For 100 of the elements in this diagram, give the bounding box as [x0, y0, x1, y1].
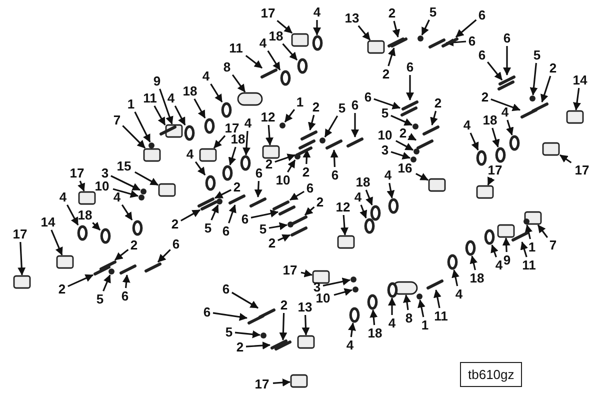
leader-line	[214, 189, 232, 199]
pin	[416, 35, 424, 42]
rod	[144, 262, 162, 273]
callout-number: 6	[351, 98, 359, 112]
leader-line	[406, 75, 414, 100]
leader-line	[68, 274, 94, 288]
leader-line	[330, 150, 338, 168]
callout-number: 5	[259, 222, 267, 236]
plate	[291, 33, 310, 47]
rod	[346, 137, 364, 148]
plate	[524, 211, 542, 225]
callout-number: 2	[312, 100, 320, 114]
gasket-ring	[297, 58, 308, 74]
leader-line	[154, 106, 166, 126]
gasket-ring	[132, 220, 143, 236]
callout-number: 4	[463, 118, 471, 132]
callout-number: 6	[406, 60, 414, 74]
rod	[401, 100, 419, 111]
callout-number: 12	[260, 110, 276, 124]
gasket-ring	[508, 135, 520, 151]
leader-line	[290, 190, 305, 201]
callout-number: 8	[223, 60, 231, 74]
callout-number: 4	[59, 190, 67, 204]
callout-number: 2	[302, 166, 310, 178]
rod	[298, 139, 316, 150]
rod	[93, 265, 111, 276]
callout-number: 17	[282, 264, 298, 276]
callout-number: 17	[260, 6, 276, 20]
gasket-ring	[204, 118, 215, 134]
callout-number: 4	[202, 70, 210, 82]
leader-line	[210, 83, 223, 102]
rod	[200, 200, 218, 210]
plate	[428, 178, 446, 192]
leader-line	[360, 204, 368, 218]
rod	[440, 37, 458, 48]
plate	[198, 148, 217, 162]
leader-line	[334, 288, 352, 296]
leader-line	[66, 204, 79, 226]
callout-number: 18	[470, 272, 484, 284]
callout-number: 17	[254, 378, 270, 390]
leader-line	[308, 114, 316, 130]
pin	[350, 276, 357, 283]
rod	[278, 204, 296, 216]
rod	[426, 279, 444, 290]
gasket-ring	[280, 70, 290, 86]
callout-number: 2	[549, 62, 557, 74]
leader-line	[272, 378, 290, 387]
leader-line	[490, 244, 498, 258]
leader-line	[455, 19, 477, 38]
callout-number: 3	[101, 166, 109, 180]
leader-line	[408, 132, 416, 141]
gasket-ring	[76, 225, 88, 241]
callout-number: 5	[225, 326, 233, 338]
callout-number: 2	[58, 282, 66, 296]
callout-number: 6	[172, 238, 180, 250]
rod	[511, 231, 530, 242]
callout-number: 17	[70, 166, 84, 180]
gasket-ring	[205, 174, 216, 191]
callout-number: 6	[364, 90, 372, 104]
callout-number: 18	[78, 208, 92, 222]
plate	[262, 145, 280, 159]
gasket-ring	[446, 254, 458, 270]
callout-number: 4	[186, 148, 194, 160]
callout-number: 6	[306, 182, 314, 194]
rod	[422, 125, 440, 136]
rod	[274, 340, 292, 351]
rod	[400, 106, 418, 117]
gasket-ring	[221, 102, 232, 118]
callout-number: 4	[167, 92, 175, 104]
pin	[138, 194, 145, 200]
rod	[416, 139, 434, 150]
callout-number: 2	[481, 90, 489, 104]
pin	[140, 188, 147, 196]
callout-number: 6	[478, 48, 486, 62]
callout-number: 4	[384, 168, 392, 182]
callout-number: 3	[381, 144, 389, 156]
plate	[158, 183, 176, 197]
leader-line	[434, 290, 442, 308]
leader-line	[446, 38, 466, 46]
callout-number: 5	[204, 222, 212, 234]
callout-number: 17	[12, 228, 28, 240]
callout-number: 5	[381, 106, 389, 120]
pin	[413, 148, 420, 156]
gasket-ring	[388, 198, 399, 214]
callout-number: 4	[113, 190, 121, 204]
callout-number: 6	[503, 32, 511, 44]
leader-line	[78, 180, 86, 192]
rod	[270, 338, 288, 350]
leader-line	[313, 20, 321, 36]
leader-line	[392, 20, 400, 38]
rod	[497, 80, 516, 91]
callout-number: 18	[230, 132, 246, 146]
leader-line	[267, 50, 281, 70]
leader-line	[279, 312, 288, 340]
rod	[428, 38, 446, 50]
leader-line	[232, 74, 246, 92]
callout-number: 12	[336, 200, 350, 214]
leader-line	[348, 322, 356, 338]
leader-line	[487, 176, 495, 186]
pin	[216, 198, 223, 205]
